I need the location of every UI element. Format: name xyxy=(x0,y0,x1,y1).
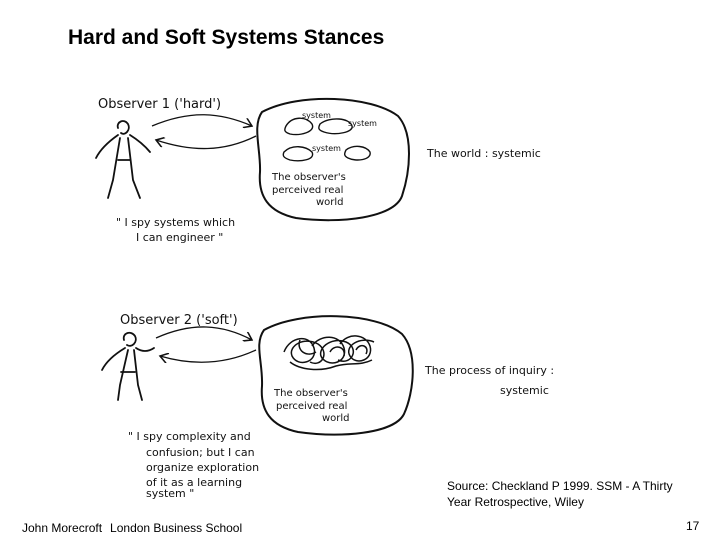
hard-quote-line-1: " I spy systems which xyxy=(116,216,235,229)
observer-1-arrow-in xyxy=(156,135,257,150)
hard-system-blobs xyxy=(282,117,371,162)
soft-quote-line-1: " I spy complexity and xyxy=(128,430,251,443)
soft-world-blob xyxy=(258,315,414,436)
observer-1-arrow-out xyxy=(151,114,252,126)
footer: John Morecroft London Business School xyxy=(22,521,242,535)
soft-world-caption-1: The observer's xyxy=(273,388,348,399)
soft-tangled-scribble xyxy=(283,335,375,371)
soft-world-caption-2: perceived real xyxy=(276,401,347,412)
hard-right-note: The world : systemic xyxy=(426,147,541,160)
hard-world-blob xyxy=(256,97,410,222)
hard-world-caption-2: perceived real xyxy=(272,185,343,196)
hard-world-caption-3: world xyxy=(316,197,344,208)
soft-stance-panel: Observer 2 ('soft') The observer's xyxy=(101,313,554,500)
footer-organization: London Business School xyxy=(110,521,243,535)
observer-2-label: Observer 2 ('soft') xyxy=(120,313,238,328)
source-line-1: Source: Checkland P 1999. SSM - A Thirty xyxy=(447,479,673,493)
soft-world-caption-3: world xyxy=(322,413,350,424)
observer-2-arrow-out xyxy=(155,326,252,340)
page-number: 17 xyxy=(686,519,700,533)
soft-right-note-2: systemic xyxy=(500,384,549,397)
hard-world-caption-1: The observer's xyxy=(271,172,346,183)
soft-quote-line-5: system " xyxy=(146,487,194,500)
footer-author: John Morecroft xyxy=(22,521,103,535)
observer-1-stick-figure xyxy=(95,120,151,199)
observer-1-label: Observer 1 ('hard') xyxy=(98,97,221,112)
slide-title: Hard and Soft Systems Stances xyxy=(68,26,385,49)
soft-quote-line-2: confusion; but I can xyxy=(146,446,255,459)
hard-system-label-1: system xyxy=(302,111,331,120)
observer-2-stick-figure xyxy=(101,331,155,401)
hard-system-label-3: system xyxy=(312,144,341,153)
hard-quote-line-2: I can engineer " xyxy=(136,231,223,244)
source-citation: Source: Checkland P 1999. SSM - A Thirty… xyxy=(447,478,707,510)
soft-quote-line-3: organize exploration xyxy=(146,461,259,474)
hard-system-label-2: system xyxy=(348,119,377,128)
source-line-2: Year Retrospective, Wiley xyxy=(447,495,584,509)
soft-quote-line-4: of it as a learning xyxy=(146,476,242,489)
soft-right-note-1: The process of inquiry : xyxy=(424,364,554,377)
observer-2-arrow-in xyxy=(160,349,257,362)
hard-stance-panel: Observer 1 ('hard') system system syste xyxy=(95,97,541,244)
